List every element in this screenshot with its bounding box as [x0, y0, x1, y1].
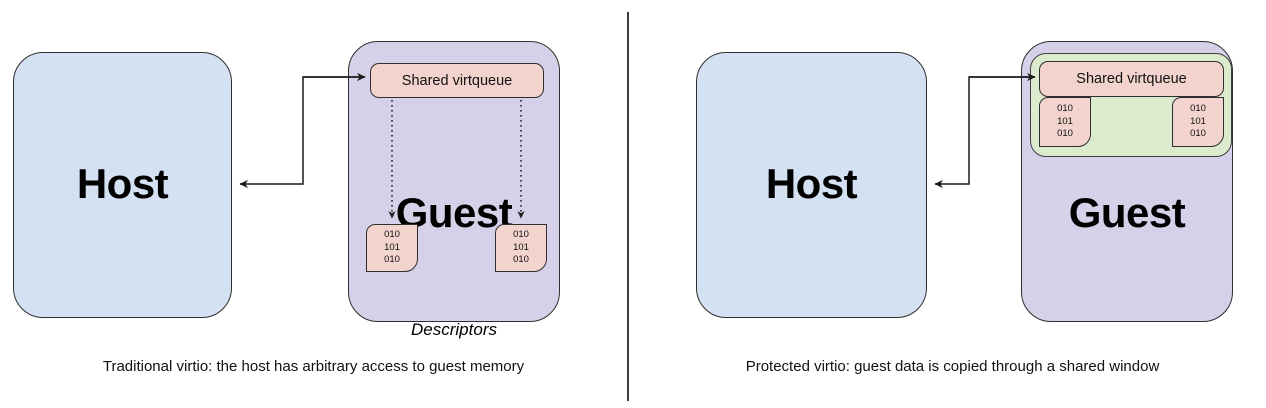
descriptor-line: 010	[1190, 103, 1206, 115]
shared-virtqueue-box[interactable]: Shared virtqueue	[370, 63, 544, 98]
host-label: Host	[76, 160, 169, 207]
descriptor-line: 010	[1057, 103, 1073, 115]
panel-caption: Traditional virtio: the host has arbitra…	[102, 358, 525, 375]
panel-traditional-virtio: Host Guest Descriptors Shared virtqueue …	[0, 0, 627, 408]
descriptor-line: 010	[513, 229, 529, 241]
descriptor-box[interactable]: 010 101 010	[1172, 97, 1224, 147]
descriptor-line: 010	[513, 254, 529, 266]
descriptor-line: 101	[1057, 115, 1073, 127]
shared-virtqueue-label: Shared virtqueue	[401, 72, 513, 89]
host-label: Host	[765, 160, 858, 207]
descriptor-box[interactable]: 010 101 010	[366, 224, 418, 272]
panel-protected-virtio: Host Guest Shared virtqueue 010 101 010 …	[639, 0, 1266, 408]
descriptor-line: 101	[1190, 115, 1206, 127]
shared-virtqueue-label: Shared virtqueue	[1076, 71, 1187, 87]
panel-divider	[627, 12, 629, 401]
shared-virtqueue-box[interactable]: Shared virtqueue	[1039, 61, 1224, 97]
descriptor-line: 010	[384, 254, 400, 266]
descriptor-line: 010	[1057, 128, 1073, 140]
host-container[interactable]: Host	[696, 52, 927, 318]
descriptors-caption: Descriptors	[411, 320, 497, 339]
descriptor-line: 101	[384, 241, 400, 253]
host-guest-connector	[934, 72, 1036, 189]
host-container[interactable]: Host	[13, 52, 232, 318]
panel-caption: Protected virtio: guest data is copied t…	[745, 358, 1160, 375]
descriptor-line: 101	[513, 241, 529, 253]
host-guest-connector	[239, 72, 366, 189]
descriptor-box[interactable]: 010 101 010	[495, 224, 547, 272]
descriptor-line: 010	[1190, 128, 1206, 140]
descriptor-line: 010	[384, 229, 400, 241]
guest-label: Guest	[1068, 189, 1186, 236]
descriptor-box[interactable]: 010 101 010	[1039, 97, 1091, 147]
